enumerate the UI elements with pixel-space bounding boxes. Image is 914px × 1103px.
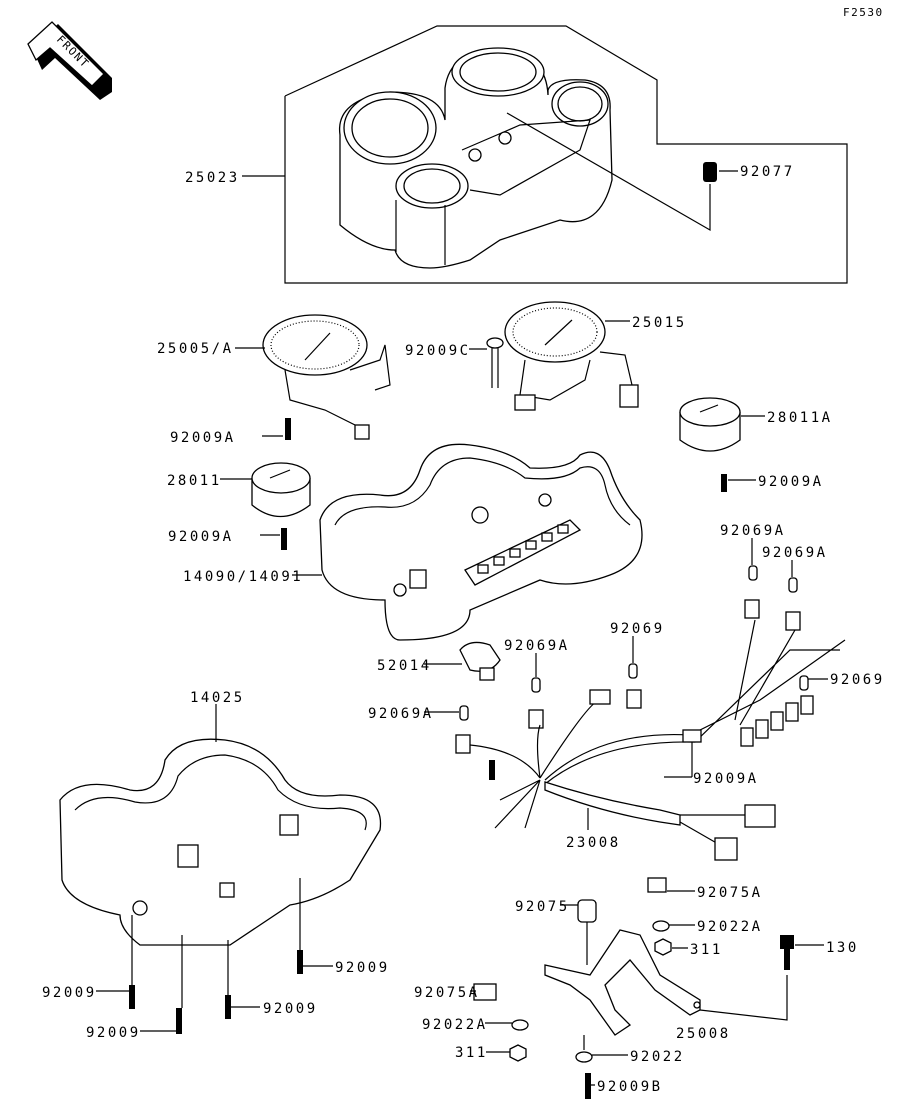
indicator-window (493, 556, 505, 566)
socket-icon (785, 611, 801, 631)
socket-icon (755, 719, 769, 739)
bulb-icon (799, 675, 809, 691)
label-bulb-92069a-4: 92069A (368, 706, 434, 722)
bulb-icon (748, 565, 758, 581)
socket-icon (770, 711, 784, 731)
gauge-28011a-part (679, 397, 741, 452)
pipe-52014-part (459, 641, 501, 681)
label-screw-92009-2: 92009 (42, 985, 97, 1001)
screw-icon (225, 995, 231, 1019)
indicator-window (557, 524, 569, 534)
wiring-harness-part (469, 619, 846, 861)
meter-case-part (319, 443, 643, 641)
speedometer-part (262, 314, 391, 440)
label-bolt-130: 130 (826, 940, 859, 956)
label-screw-92009-4: 92009 (86, 1025, 141, 1041)
label-nut-311-right: 311 (690, 942, 723, 958)
label-washer-92022: 92022 (630, 1049, 685, 1065)
screw-92009c-part (486, 337, 504, 388)
small-hardware-parts (473, 877, 794, 1063)
label-gauge-28011a: 28011A (767, 410, 833, 426)
label-screw-92009-1: 92009 (335, 960, 390, 976)
indicator-window (509, 548, 521, 558)
screw-icon (285, 418, 291, 440)
socket-icon (800, 695, 814, 715)
leader-92077-ref (506, 112, 711, 232)
label-bulb-92069a-3: 92069A (504, 638, 570, 654)
screw-icon (297, 950, 303, 974)
label-gauge-28011: 28011 (167, 473, 222, 489)
tachometer-part (504, 301, 639, 411)
label-damper-92075: 92075 (515, 899, 570, 915)
socket-icon (785, 702, 799, 722)
screw-icon (176, 1008, 182, 1034)
bulbs-and-sockets (455, 565, 814, 754)
socket-icon (626, 689, 642, 709)
label-washer-92022a-right: 92022A (697, 919, 763, 935)
socket-icon (528, 709, 544, 729)
screw-icon (281, 528, 287, 550)
bulb-icon (531, 677, 541, 693)
label-bulb-92069-2: 92069 (830, 672, 885, 688)
bracket-25008-part (544, 929, 701, 1036)
screw-icon (585, 1073, 591, 1099)
label-screw-92009a-left-mid: 92009A (168, 529, 234, 545)
socket-icon (455, 734, 471, 754)
socket-icon (744, 599, 760, 619)
label-bracket-25008: 25008 (676, 1026, 731, 1042)
label-screw-92009a-left-top: 92009A (170, 430, 236, 446)
bulb-icon (459, 705, 469, 721)
bulb-icon (628, 663, 638, 679)
screw-icon (721, 474, 727, 492)
label-bulb-92069a-1: 92069A (720, 523, 786, 539)
label-damper-92075a-left: 92075A (414, 985, 480, 1001)
leader-130-ref (699, 975, 788, 1021)
label-meter-assy: 25023 (185, 170, 240, 186)
label-bulb-92069-1: 92069 (610, 621, 665, 637)
label-screw-92009a-right: 92009A (758, 474, 824, 490)
screw-parts (129, 418, 790, 1099)
label-washer-92022a-left: 92022A (422, 1017, 488, 1033)
label-cover-14025: 14025 (190, 690, 245, 706)
label-tachometer: 25015 (632, 315, 687, 331)
label-pipe-52014: 52014 (377, 658, 432, 674)
screw-92077-part (703, 162, 717, 182)
part-labels: 25023 92077 25005/A 92009C 25015 28011A 92009A… (42, 164, 885, 1095)
label-screw-92009b: 92009B (597, 1079, 663, 1095)
label-screw-92009a-harness: 92009A (693, 771, 759, 787)
socket-icon (740, 727, 754, 747)
front-arrow-icon: FRONT (27, 21, 112, 100)
label-nut-311-left: 311 (455, 1045, 488, 1061)
screw-icon (489, 760, 495, 780)
label-screw-92009c: 92009C (405, 343, 471, 359)
figure-code: F2530 (843, 6, 884, 19)
label-speedometer: 25005/A (157, 341, 234, 357)
lower-cover-part (59, 738, 382, 946)
assembly-outline (284, 25, 848, 284)
label-screw-92077: 92077 (740, 164, 795, 180)
screw-icon (129, 985, 135, 1009)
label-damper-92075a-right: 92075A (697, 885, 763, 901)
label-case: 14090/14091 (183, 569, 303, 585)
label-screw-92009-3: 92009 (263, 1001, 318, 1017)
indicator-window (541, 532, 553, 542)
bulb-icon (788, 577, 798, 593)
leader-lines (96, 170, 828, 1086)
indicator-window (525, 540, 537, 550)
indicator-windows (477, 524, 569, 574)
indicator-window (477, 564, 489, 574)
screw-icon (784, 948, 790, 970)
gauge-28011-part (251, 462, 311, 518)
label-bulb-92069a-2: 92069A (762, 545, 828, 561)
meter-assembly-part (338, 47, 613, 269)
label-harness: 23008 (566, 835, 621, 851)
